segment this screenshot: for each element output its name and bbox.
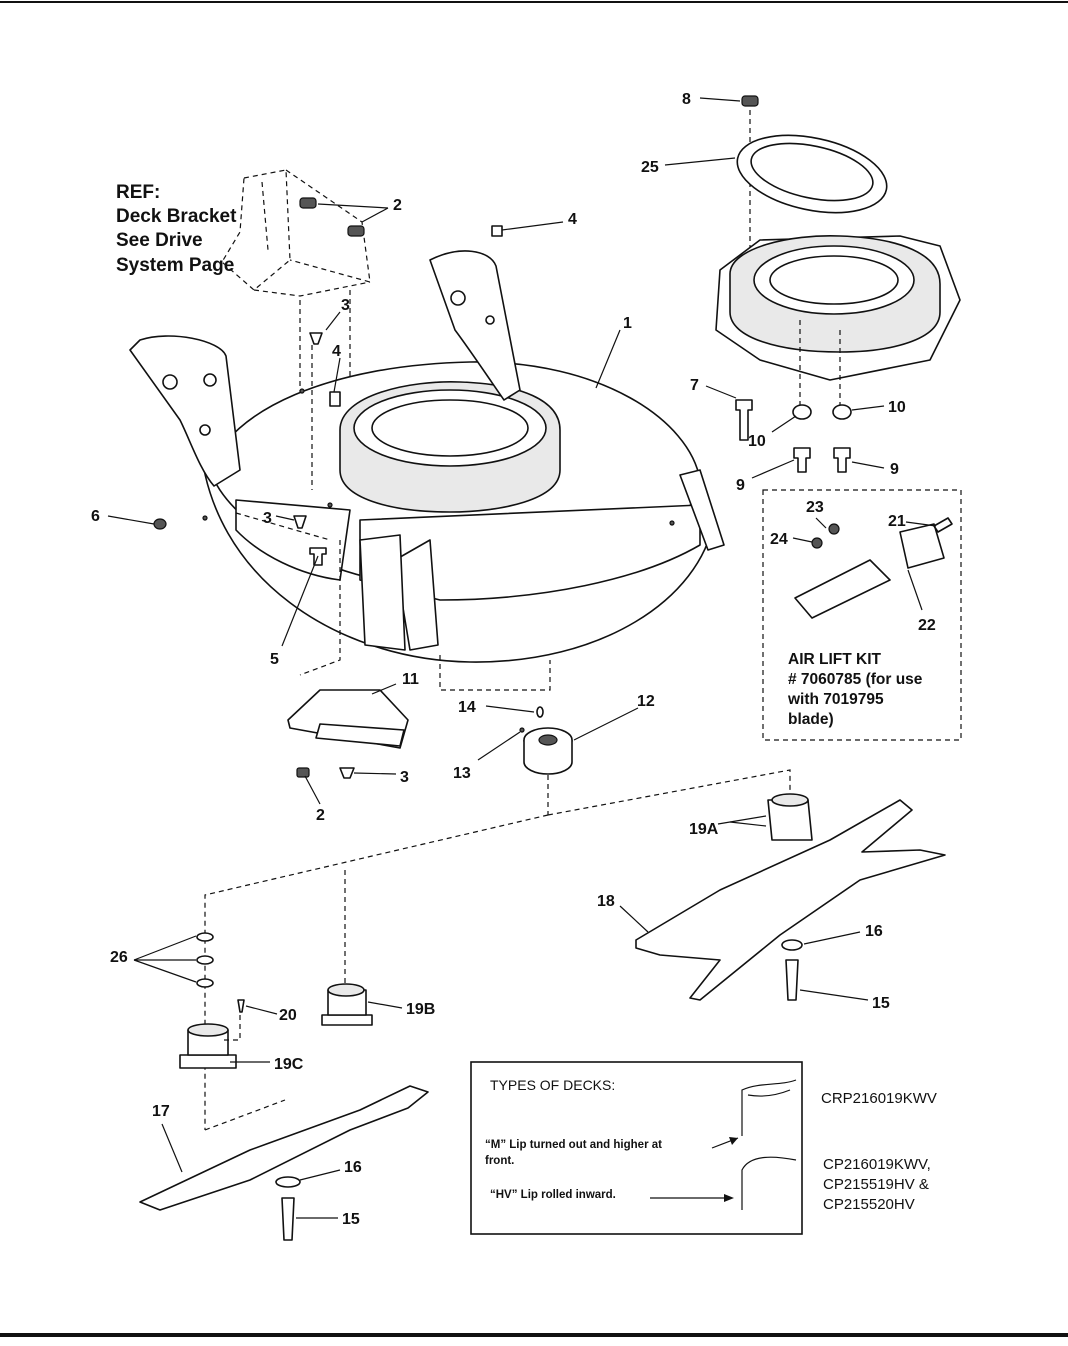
callout-3-top: 3 bbox=[341, 297, 350, 314]
callout-9-right: 9 bbox=[890, 461, 899, 478]
callout-16-right: 16 bbox=[865, 923, 883, 940]
bolt-icon bbox=[491, 225, 503, 237]
m-lip-description-line-2: front. bbox=[485, 1155, 514, 1167]
blade-bolt-icon bbox=[785, 959, 799, 1001]
ref-note-line-4: System Page bbox=[116, 255, 234, 276]
left-blade-assembly bbox=[139, 932, 429, 1241]
hv-lip-description: “HV” Lip rolled inward. bbox=[490, 1189, 616, 1201]
washer-icon bbox=[781, 939, 803, 951]
callout-19a: 19A bbox=[689, 821, 719, 838]
motor-mount-ring-assembly bbox=[715, 95, 961, 473]
bolt-icon bbox=[793, 447, 811, 473]
callout-7: 7 bbox=[690, 377, 699, 394]
hv-lip-profile-icon bbox=[741, 1156, 797, 1210]
bolt-icon bbox=[329, 391, 341, 407]
callout-14: 14 bbox=[458, 699, 476, 716]
bolt-icon bbox=[833, 447, 851, 473]
setscrew-icon bbox=[519, 727, 525, 733]
blade-bolt-icon bbox=[281, 1197, 295, 1241]
mower-deck-housing bbox=[129, 250, 725, 663]
spacer-washer-icon bbox=[196, 932, 214, 942]
callout-1: 1 bbox=[623, 315, 632, 332]
carriage-bolt-icon bbox=[339, 767, 355, 779]
callout-22: 22 bbox=[918, 617, 936, 634]
callout-2-top: 2 bbox=[393, 197, 402, 214]
callout-19c: 19C bbox=[274, 1056, 304, 1073]
ref-note-line-3: See Drive bbox=[116, 230, 203, 251]
callout-4-middle: 4 bbox=[332, 343, 341, 360]
m-lip-models: CRP216019KWV bbox=[821, 1090, 937, 1107]
callout-8: 8 bbox=[682, 91, 691, 108]
spacer-washer-icon bbox=[196, 978, 214, 988]
hv-lip-model-3: CP215520HV bbox=[823, 1196, 915, 1213]
ref-note: REF: Deck Bracket See Drive System Page bbox=[116, 182, 237, 276]
callout-16-left: 16 bbox=[344, 1159, 362, 1176]
callout-labels: 8 25 2 4 1 3 4 7 10 10 9 9 6 3 5 11 14 1… bbox=[91, 91, 936, 1228]
callout-3-bottom: 3 bbox=[400, 769, 409, 786]
types-of-decks-title: TYPES OF DECKS: bbox=[490, 1077, 615, 1093]
callout-13: 13 bbox=[453, 765, 471, 782]
callout-11: 11 bbox=[402, 671, 419, 688]
hv-lip-model-2: CP215519HV & bbox=[823, 1176, 929, 1193]
air-lift-kit-box: AIR LIFT KIT # 7060785 (for use with 701… bbox=[762, 489, 962, 741]
high-lift-blade bbox=[635, 799, 946, 1001]
callout-24: 24 bbox=[770, 531, 788, 548]
plug-icon bbox=[153, 518, 167, 530]
air-lift-kit-line-3: with 7019795 bbox=[787, 691, 884, 708]
callout-25: 25 bbox=[641, 159, 659, 176]
callout-2-bottom: 2 bbox=[316, 807, 325, 824]
bolt-icon bbox=[735, 399, 753, 441]
nut-icon bbox=[828, 523, 840, 535]
key-icon bbox=[536, 706, 544, 718]
standard-blade bbox=[139, 1085, 429, 1211]
washer-icon bbox=[832, 404, 852, 420]
washer-icon bbox=[275, 1176, 301, 1188]
callout-4-top: 4 bbox=[568, 211, 577, 228]
callout-9-left: 9 bbox=[736, 477, 745, 494]
air-lift-kit-line-4: blade) bbox=[788, 711, 834, 728]
carriage-bolt-icon bbox=[309, 332, 323, 345]
air-lift-kit-line-1: AIR LIFT KIT bbox=[788, 651, 882, 668]
nut-icon bbox=[347, 225, 365, 237]
callout-21: 21 bbox=[888, 513, 906, 530]
spacer-washer-icon bbox=[196, 955, 214, 965]
deck-fasteners bbox=[153, 197, 551, 691]
leader-lines bbox=[107, 97, 937, 1219]
carriage-bolt-icon bbox=[293, 515, 307, 529]
callout-6: 6 bbox=[91, 508, 100, 525]
callout-18: 18 bbox=[597, 893, 615, 910]
callout-12: 12 bbox=[637, 693, 655, 710]
callout-20: 20 bbox=[279, 1007, 297, 1024]
callout-19b: 19B bbox=[406, 1001, 435, 1018]
callout-26: 26 bbox=[110, 949, 128, 966]
nut-icon bbox=[811, 537, 823, 549]
ref-note-line-1: REF: bbox=[116, 182, 160, 203]
locknut-icon bbox=[741, 95, 759, 107]
ref-note-line-2: Deck Bracket bbox=[116, 206, 237, 227]
callout-17: 17 bbox=[152, 1103, 170, 1120]
callout-15-right: 15 bbox=[872, 995, 890, 1012]
callout-3-middle: 3 bbox=[263, 510, 272, 527]
nut-icon bbox=[296, 767, 310, 778]
callout-10-right: 10 bbox=[888, 399, 906, 416]
types-of-decks-box: TYPES OF DECKS: “M” Lip turned out and h… bbox=[470, 1061, 803, 1235]
m-lip-description-line-1: “M” Lip turned out and higher at bbox=[485, 1139, 662, 1151]
hv-lip-model-1: CP216019KWV, bbox=[823, 1156, 931, 1173]
nut-icon bbox=[299, 197, 317, 209]
right-blade-assembly bbox=[635, 793, 946, 1001]
callout-10-left: 10 bbox=[748, 433, 766, 450]
callout-23: 23 bbox=[806, 499, 824, 516]
key-icon bbox=[237, 999, 245, 1013]
screw-icon bbox=[933, 517, 953, 533]
washer-icon bbox=[792, 404, 812, 420]
callout-5: 5 bbox=[270, 651, 279, 668]
m-lip-profile-icon bbox=[741, 1079, 797, 1136]
callout-15-left: 15 bbox=[342, 1211, 360, 1228]
air-lift-kit-line-2: # 7060785 (for use bbox=[788, 671, 923, 688]
